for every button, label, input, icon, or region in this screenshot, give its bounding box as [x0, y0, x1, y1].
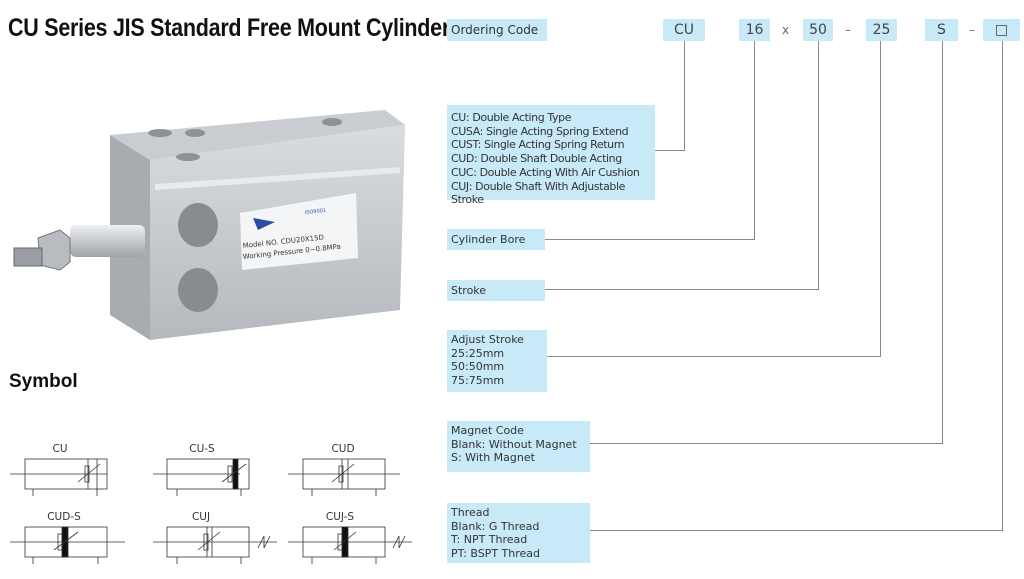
separator: x	[782, 23, 790, 37]
bore-description: Cylinder Bore	[447, 229, 545, 250]
code-series: CU	[663, 19, 705, 41]
code-bore: 16	[739, 19, 770, 41]
symbol-label: CUJ-S	[325, 511, 355, 523]
cylinder-product-image: ISO9001 Model NO. CDU20X15D Working Pres…	[13, 110, 405, 340]
symbol-diagrams	[10, 458, 412, 564]
series-type-description: CU: Double Acting Type CUSA: Single Acti…	[447, 105, 655, 206]
code-magnet: S	[925, 19, 958, 41]
symbol-cu-s	[153, 458, 250, 496]
symbol-label: CUD	[331, 443, 355, 455]
symbol-label: CUD-S	[47, 511, 81, 523]
adjust-stroke-description: Adjust Stroke 25:25mm 50:50mm 75:75mm	[447, 330, 547, 392]
thread-description: Thread Blank: G Thread T: NPT Thread PT:…	[447, 503, 590, 563]
symbol-cud-s	[10, 526, 125, 564]
symbol-cud	[288, 458, 400, 496]
ordering-code-label: Ordering Code	[447, 19, 547, 41]
code-thread: □	[983, 19, 1020, 41]
symbol-label: CUJ	[191, 511, 211, 523]
page-title: CU Series JIS Standard Free Mount Cylind…	[8, 14, 450, 42]
symbol-cuj-s	[288, 526, 412, 564]
magnet-code-description: Magnet Code Blank: Without Magnet S: Wit…	[447, 421, 590, 472]
stroke-description: Stroke	[447, 280, 545, 301]
code-stroke: 50	[803, 19, 833, 41]
symbol-label: CU	[52, 443, 68, 455]
symbol-cu	[10, 458, 108, 496]
symbol-label: CU-S	[189, 443, 215, 455]
symbol-cuj	[153, 526, 277, 564]
symbol-heading: Symbol	[9, 371, 78, 392]
cert-text: ISO9001	[305, 208, 327, 216]
code-adjust: 25	[866, 19, 897, 41]
separator: –	[969, 23, 975, 37]
separator: –	[845, 23, 851, 37]
